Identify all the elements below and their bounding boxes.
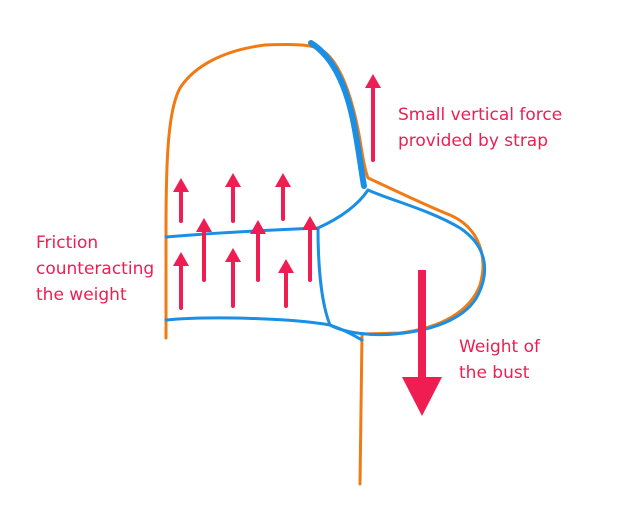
friction-upward-arrow-icon (196, 218, 212, 282)
friction-upward-arrow-icon (173, 178, 189, 223)
weight-label: Weight of the bust (459, 334, 540, 386)
weight-label-line: Weight of (459, 337, 541, 357)
weight-arrow-head (402, 377, 442, 416)
weight-arrow-icon (402, 270, 442, 416)
strap-upward-arrow-icon (365, 74, 381, 162)
friction-upward-arrow-icon (275, 173, 291, 221)
friction-label-line: Friction (36, 233, 99, 253)
friction-upward-arrow-icon (278, 259, 294, 308)
friction-upward-arrow-icon (173, 252, 189, 310)
friction-upward-arrow-icon (225, 173, 241, 223)
friction-label-line: the weight (36, 285, 127, 305)
strap-force-arrow-icon (365, 74, 381, 162)
friction-upward-arrow-icon (225, 248, 241, 308)
friction-arrows (173, 173, 318, 310)
friction-label-line: counteracting (36, 259, 155, 279)
strap-force-label-line: Small vertical force (398, 105, 563, 125)
friction-label: Friction counteracting the weight (36, 230, 154, 308)
garment-band-outline (164, 226, 364, 342)
strap-force-label: Small vertical force provided by strap (398, 102, 562, 154)
body-outline (164, 43, 485, 486)
friction-upward-arrow-icon (250, 220, 266, 282)
garment-strap (308, 40, 367, 189)
friction-upward-arrow-icon (302, 216, 318, 282)
strap-force-label-line: provided by strap (398, 131, 549, 151)
weight-label-line: the bust (459, 363, 530, 383)
